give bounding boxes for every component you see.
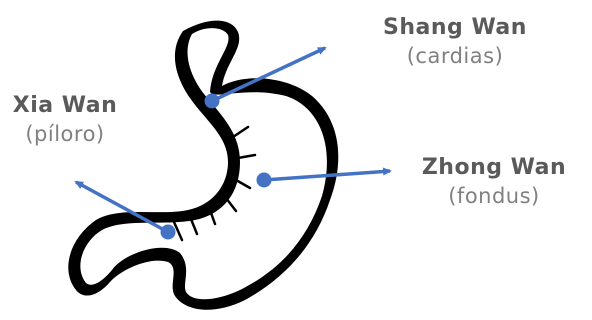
label-shang-wan-name: Shang Wan xyxy=(350,16,560,39)
label-shang-wan: Shang Wan (cardias) xyxy=(350,16,560,67)
stomach-outline xyxy=(68,21,338,310)
label-zhong-wan-name: Zhong Wan xyxy=(396,156,592,179)
arrow-zhong-wan xyxy=(257,171,391,188)
point-shang-wan xyxy=(205,94,220,109)
stomach-fold-marks xyxy=(174,127,255,240)
point-zhong-wan xyxy=(257,173,272,188)
point-xia-wan xyxy=(161,225,176,240)
label-zhong-wan-sub: (fondus) xyxy=(396,185,592,207)
label-xia-wan-name: Xia Wan xyxy=(0,94,130,117)
label-xia-wan-sub: (píloro) xyxy=(0,123,130,145)
label-shang-wan-sub: (cardias) xyxy=(350,45,560,67)
label-zhong-wan: Zhong Wan (fondus) xyxy=(396,156,592,207)
label-xia-wan: Xia Wan (píloro) xyxy=(0,94,130,145)
